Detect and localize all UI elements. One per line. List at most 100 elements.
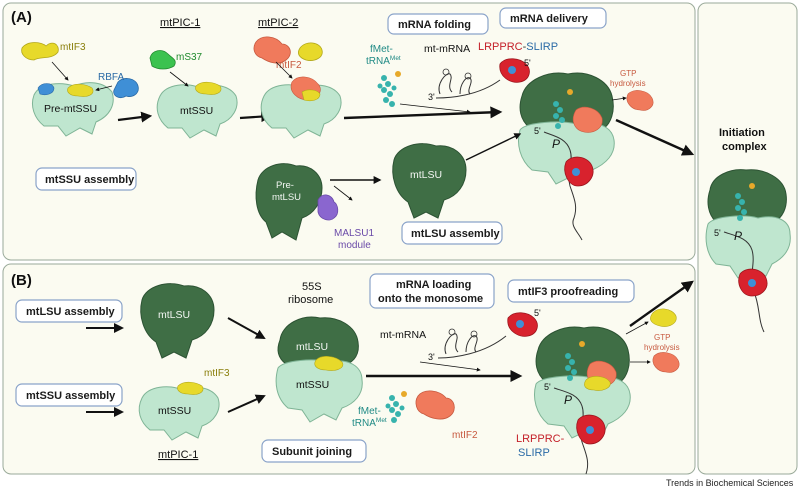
fmet-b-label-2: tRNAMet bbox=[352, 417, 387, 429]
arrow-to-delivery bbox=[343, 106, 503, 120]
mtif3-shape bbox=[21, 42, 59, 61]
mtlsu-b-label: mtLSU bbox=[158, 309, 190, 321]
ms37-label: mS37 bbox=[176, 52, 203, 63]
gtp-b-mtif3 bbox=[650, 308, 677, 327]
svg-text:mtSSU assembly: mtSSU assembly bbox=[45, 174, 135, 186]
complex-b-mtif3 bbox=[584, 376, 611, 391]
complex-a-mtif2 bbox=[572, 106, 603, 133]
hairpin-loop-2 bbox=[464, 72, 472, 80]
complex-b-trna bbox=[565, 353, 577, 381]
lrpprc-slirp-a: LRPPRC-SLIRP bbox=[478, 41, 558, 53]
malsu1-shape bbox=[317, 194, 339, 221]
initiation-label-2: complex bbox=[722, 141, 768, 153]
arrow-b-mrna-in bbox=[419, 361, 481, 372]
three-prime-b: 3' bbox=[428, 352, 435, 362]
arrow-mtif3-in bbox=[51, 61, 69, 81]
mtif2-b-label: mtIF2 bbox=[452, 430, 478, 441]
malsu1-label-1: MALSU1 bbox=[334, 228, 374, 239]
slirp-b-label: SLIRP bbox=[518, 447, 550, 459]
arrow-trna-in-a bbox=[399, 103, 471, 114]
panel-b-label: (B) bbox=[11, 272, 32, 289]
rbfa-label: RBFA bbox=[98, 72, 124, 83]
proofreading-pill: mtIF3 proofreading bbox=[507, 279, 635, 303]
svg-text:mRNA loading: mRNA loading bbox=[396, 279, 471, 291]
gtp-a-1: GTP bbox=[620, 69, 636, 78]
arrow-pre-to-mtssu bbox=[117, 111, 153, 123]
ribosome-b-lsu-label: mtLSU bbox=[296, 341, 328, 353]
malsu1-label-2: module bbox=[338, 240, 371, 251]
mrna-folding-pill: mRNA folding bbox=[387, 13, 489, 35]
svg-text:mtLSU assembly: mtLSU assembly bbox=[411, 228, 501, 240]
mtif3-free-shape bbox=[298, 42, 323, 61]
footer-credit: Trends in Biochemical Sciences bbox=[666, 478, 794, 488]
gtp-a-mtif2 bbox=[626, 90, 654, 111]
complex-a-trna bbox=[553, 101, 565, 129]
complex-a-fmet bbox=[567, 89, 573, 95]
complex-b-slirp bbox=[586, 426, 594, 434]
mrna-b-line bbox=[437, 335, 507, 359]
side-trna bbox=[735, 193, 747, 221]
mtpic1-b-label: mtPIC-1 bbox=[158, 449, 198, 461]
gtp-a-2: hydrolysis bbox=[610, 79, 646, 88]
svg-text:onto the monosome: onto the monosome bbox=[378, 293, 483, 305]
slirp-a-dot bbox=[508, 66, 516, 74]
trna-a-shape bbox=[377, 75, 397, 107]
fmet-trna-label-1: fMet- bbox=[370, 44, 393, 55]
mtlsu-a-label: mtLSU bbox=[410, 169, 442, 181]
trna-b-shape bbox=[385, 395, 405, 423]
side-mtlsu bbox=[707, 169, 787, 223]
mtlsu-a-shape bbox=[392, 143, 467, 219]
five-prime-b-top: 5' bbox=[534, 308, 541, 318]
pre-mtssu-shape bbox=[31, 82, 114, 137]
ribosome-label-1: 55S bbox=[302, 281, 322, 293]
mtlsu-assembly-pill-a: mtLSU assembly bbox=[401, 221, 503, 245]
mrna-delivery-pill: mRNA delivery bbox=[499, 7, 607, 29]
ribosome-label-2: ribosome bbox=[288, 294, 333, 306]
mtif3-bound-shape bbox=[67, 83, 94, 97]
complex-a-slirp bbox=[572, 168, 580, 176]
side-fmet bbox=[749, 183, 755, 189]
ribosome-b-mtif3 bbox=[314, 356, 344, 371]
arrow-mtif2-release-a bbox=[611, 96, 627, 101]
arrow-b-lsu-join bbox=[227, 317, 266, 339]
arrow-mtif2-in bbox=[275, 61, 293, 79]
hairpin-b-loop-2 bbox=[470, 330, 478, 338]
svg-text:mRNA delivery: mRNA delivery bbox=[510, 13, 589, 25]
mtssu-b-label: mtSSU bbox=[158, 405, 191, 417]
mtif3-b-label: mtIF3 bbox=[204, 368, 230, 379]
arrow-rbfa-in bbox=[95, 85, 113, 92]
hairpin-b-loop-1 bbox=[448, 328, 456, 336]
svg-text:mtIF3 proofreading: mtIF3 proofreading bbox=[518, 286, 618, 298]
mt-mrna-b-label: mt-mRNA bbox=[380, 329, 426, 341]
svg-text:Subunit joining: Subunit joining bbox=[272, 446, 352, 458]
arrow-malsu1-out bbox=[333, 185, 353, 201]
mtssu-b-shape bbox=[138, 386, 220, 441]
side-slirp bbox=[748, 279, 756, 287]
fmet-b-label-1: fMet- bbox=[358, 406, 381, 417]
svg-text:mtLSU assembly: mtLSU assembly bbox=[26, 306, 116, 318]
mtssu-a-label: mtSSU bbox=[180, 105, 213, 117]
side-mtssu bbox=[705, 215, 791, 279]
mrna-loading-pill: mRNA loading onto the monosome bbox=[369, 273, 495, 309]
mtssu-assembly-pill-a: mtSSU assembly bbox=[35, 167, 137, 191]
complex-a-5prime: 5' bbox=[534, 126, 541, 136]
complex-b-5prime: 5' bbox=[544, 382, 551, 392]
side-5prime: 5' bbox=[714, 228, 721, 238]
mtif2-label: mtIF2 bbox=[276, 60, 302, 71]
five-prime-a-top: 5' bbox=[524, 58, 531, 68]
arrow-mtlsu-to-delivery bbox=[465, 133, 522, 161]
side-P: P bbox=[734, 229, 742, 243]
fmet-dot-a bbox=[395, 71, 401, 77]
hairpin-loop-1 bbox=[442, 68, 450, 76]
mtssu-b-mtif3 bbox=[177, 381, 204, 395]
arrow-b-release-if3 bbox=[625, 321, 649, 335]
arrow-ms37-in bbox=[169, 71, 189, 87]
gtp-b-2: hydrolysis bbox=[644, 343, 680, 352]
mtpic1-title: mtPIC-1 bbox=[160, 17, 200, 29]
mrna-a-line bbox=[435, 79, 501, 99]
mtif2-free-shape bbox=[253, 36, 291, 64]
complex-a-P: P bbox=[552, 137, 560, 151]
arrow-b-ssu-join bbox=[227, 394, 266, 413]
